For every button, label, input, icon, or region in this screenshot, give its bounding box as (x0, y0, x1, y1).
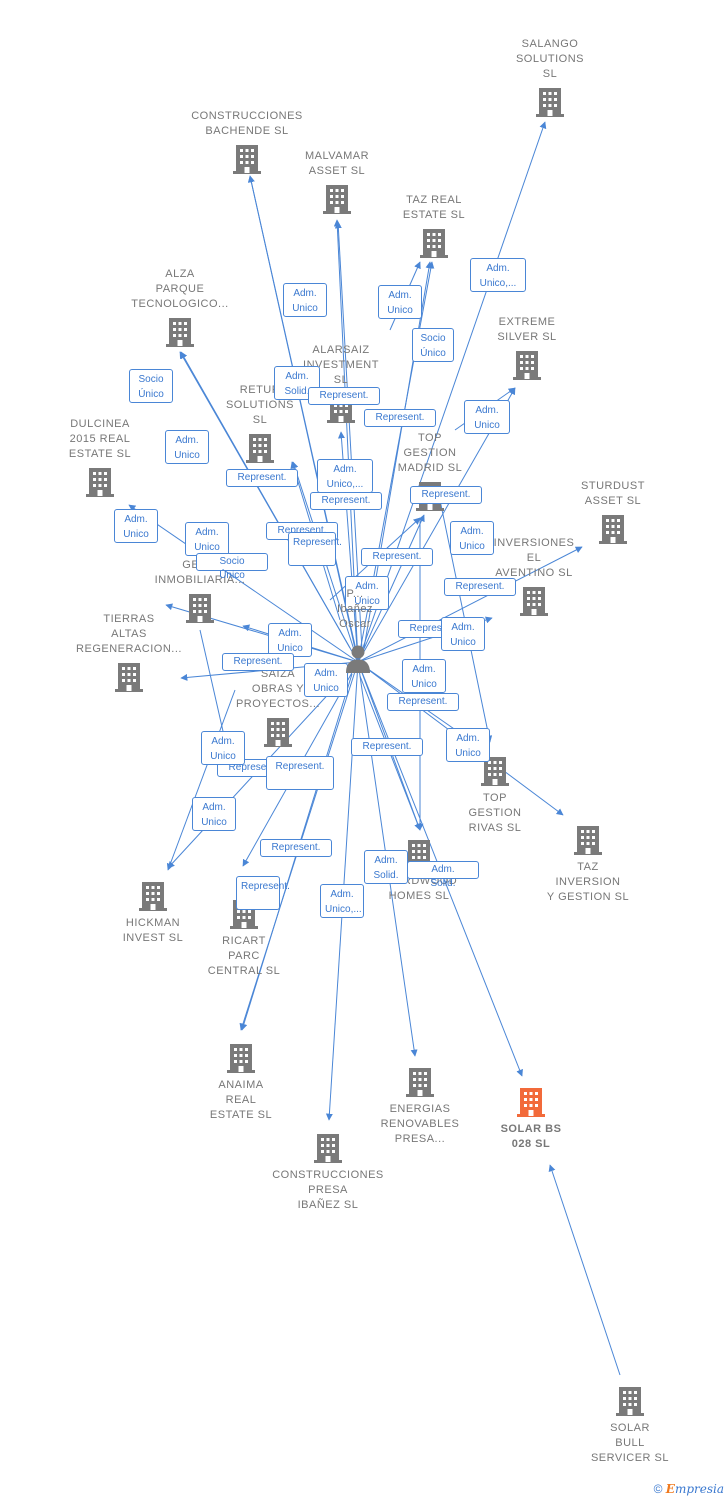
relation-label[interactable]: Represent. (387, 693, 459, 711)
edge-gesinmo-hickman (199, 629, 228, 741)
relation-label[interactable]: Socio Único (412, 328, 454, 362)
company-label: INVERSIONES EL AVENTINO SL (493, 537, 575, 579)
building-icon (84, 466, 116, 498)
relation-label[interactable]: Adm. Unico (345, 576, 389, 610)
relation-label[interactable]: Adm. Unico,... (320, 884, 364, 918)
relation-label[interactable]: Adm. Unico (283, 283, 327, 317)
relation-label[interactable]: Represent. (361, 548, 433, 566)
edge-to-sturdust (357, 546, 583, 663)
edge-to-bachende-2 (247, 175, 357, 651)
company-label: SOLAR BS 028 SL (500, 1123, 562, 1150)
relation-label[interactable]: Adm. Unico (450, 521, 494, 555)
company-label: TAZ INVERSION Y GESTION SL (546, 861, 630, 903)
footer: © Empresia (654, 1482, 724, 1496)
company-label: CONSTRUCCIONES PRESA IBAÑEZ SL (272, 1169, 384, 1211)
building-icon (418, 227, 450, 259)
center-person-label: P... Ibañez Oscar (336, 588, 374, 630)
building-icon (515, 1086, 547, 1118)
building-icon (518, 585, 550, 617)
relation-label[interactable]: Adm. Unico (464, 400, 510, 434)
relation-label[interactable]: Adm. Unico (192, 797, 236, 831)
edge-to-topmadrid (357, 514, 425, 663)
building-icon (511, 349, 543, 381)
building-icon (614, 1385, 646, 1417)
relation-label[interactable]: Represent. (236, 876, 290, 910)
company-label: ALZA PARQUE TECNOLOGICO... (131, 268, 229, 310)
building-icon (321, 183, 353, 215)
building-icon (244, 432, 276, 464)
building-icon (225, 1042, 257, 1074)
relation-label[interactable]: Represent. (288, 532, 342, 566)
company-label: ANAIMA REAL ESTATE SL (209, 1079, 273, 1121)
relation-label[interactable]: Adm. Unico (165, 430, 209, 464)
relation-label[interactable]: Adm. Solid. (364, 850, 408, 884)
edge-to-alza-2 (179, 351, 351, 649)
relation-label[interactable]: Adm. Unico (304, 663, 348, 697)
company-label: TOP GESTION MADRID SL (397, 432, 463, 474)
company-label: SOLAR BULL SERVICER SL (590, 1422, 670, 1464)
person-icon (346, 645, 370, 673)
relation-label[interactable]: Adm. Solid. (407, 861, 479, 889)
building-icon (312, 1132, 344, 1164)
relation-label[interactable]: Represent. (351, 738, 423, 756)
relation-label[interactable]: Adm. Unico (378, 285, 422, 319)
relation-label[interactable]: Adm. Unico,... (317, 459, 373, 493)
building-icon (572, 824, 604, 856)
brand-logo[interactable]: Empresia (665, 1482, 724, 1496)
company-label: ENERGIAS RENOVABLES PRESA... (380, 1103, 460, 1145)
company-label: MALVAMAR ASSET SL (304, 150, 370, 177)
company-label: ALARSAIZ INVESTMENT SL (303, 344, 379, 386)
company-label: STURDUST ASSET SL (581, 480, 645, 507)
company-label: EXTREME SILVER SL (497, 316, 557, 343)
building-icon (404, 1066, 436, 1098)
building-icon (534, 86, 566, 118)
company-label: CONSTRUCCIONES BACHENDE SL (191, 110, 303, 137)
copyright-icon: © (653, 1482, 663, 1496)
relation-label[interactable]: Represent. (308, 387, 380, 405)
center-person[interactable] (344, 644, 372, 674)
relation-label[interactable]: Adm. Unico,... (470, 258, 526, 292)
relation-label[interactable]: Adm. Unico (201, 731, 245, 765)
relation-label[interactable]: Represent. (266, 756, 334, 790)
building-icon (113, 661, 145, 693)
company-label: RETUR SOLUTIONS SL (225, 384, 295, 426)
relation-label[interactable]: Adm. Unico (268, 623, 312, 657)
relation-label[interactable]: Adm. Unico (114, 509, 158, 543)
relation-label[interactable]: Adm. Solid. (274, 366, 320, 400)
edge-to-salango (357, 121, 547, 663)
company-label: DULCINEA 2015 REAL ESTATE SL (68, 418, 132, 460)
building-icon (137, 880, 169, 912)
edge-to-dulcinea (128, 504, 359, 663)
company-label: TAZ REAL ESTATE SL (402, 194, 466, 221)
relation-label[interactable]: Represent. (310, 492, 382, 510)
company-label: TIERRAS ALTAS REGENERACION... (76, 613, 182, 655)
relation-label[interactable]: Adm. Unico (402, 659, 446, 693)
relation-label[interactable]: Represent. (222, 653, 294, 671)
relation-label[interactable]: Represent. (444, 578, 516, 596)
edge-to-hickman-2 (166, 689, 236, 871)
company-label: SALANGO SOLUTIONS SL (515, 38, 585, 80)
company-label: RICART PARC CENTRAL SL (207, 935, 281, 977)
company-label: SAIZA OBRAS Y PROYECTOS... (235, 668, 321, 710)
relation-label[interactable]: Socio Único (196, 553, 268, 581)
company-label: HICKMAN INVEST SL (122, 917, 184, 944)
building-icon (231, 143, 263, 175)
relation-label[interactable]: Represent. (364, 409, 436, 427)
relation-label[interactable]: Represent. (260, 839, 332, 857)
building-icon (262, 716, 294, 748)
relation-label[interactable]: Adm. Unico (446, 728, 490, 762)
building-icon (164, 316, 196, 348)
relation-label[interactable]: Socio Único (129, 369, 173, 403)
relation-label[interactable]: Represent. (226, 469, 298, 487)
edge-solarbull-solarbs (548, 1164, 621, 1376)
relation-label[interactable]: Adm. Unico (185, 522, 229, 556)
company-label: TOP GESTION RIVAS SL (468, 792, 522, 834)
relation-label[interactable]: Represent. (410, 486, 482, 504)
relation-label[interactable]: Adm. Unico (441, 617, 485, 651)
